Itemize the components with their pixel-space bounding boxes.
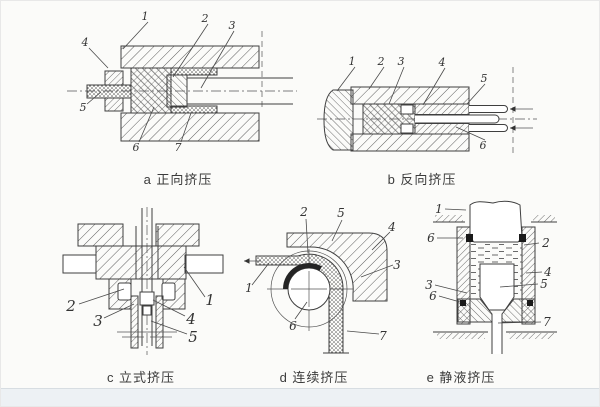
callout-5: 5 [481,72,488,85]
diagram-hydrostatic-extrusion: 1 6 2 4 5 3 6 7 [425,200,557,354]
callout-7: 7 [175,141,182,154]
callout-6: 6 [480,139,487,152]
callout-5: 5 [540,277,548,291]
callout-1: 1 [142,10,149,23]
ram-flange-bottom [104,97,124,112]
seal-top-left [466,234,473,242]
container-top [350,86,470,105]
diagram-continuous-extrusion: 2 5 4 3 1 6 7 [244,205,401,354]
die [166,74,188,108]
caption-forward-extrusion: a 正向挤压 [143,172,213,187]
die-plug [142,305,152,316]
seal-bottom-left [460,300,466,306]
ground-hatch-bottom-right [509,333,554,339]
callout-1: 1 [245,281,253,295]
callout-6: 6 [133,141,140,154]
callout-3: 3 [398,55,405,68]
product-rod-fill [492,314,502,354]
callout-5: 5 [80,101,87,114]
leader-lines [251,218,394,335]
caption-continuous-extrusion: d 连续挤压 [279,370,349,385]
footer-strip [1,388,599,406]
callout-4: 4 [81,36,89,49]
callout-3: 3 [93,312,103,330]
callout-4: 4 [438,56,446,69]
callout-7: 7 [543,315,551,329]
ground-hatch-top-right [533,215,555,222]
caption-hydrostatic-extrusion: e 静液挤压 [426,370,496,385]
ram-tube-bottom [469,124,508,132]
callout-2: 2 [377,55,385,68]
die-insert-bottom [400,123,414,134]
leader-lines [86,21,235,143]
diagram-vertical-extrusion: 2 3 1 4 5 [62,207,224,355]
callout-2: 2 [541,236,550,250]
product-rod [187,77,293,105]
container-top [120,45,260,69]
callout-6b: 6 [429,289,437,303]
ram-stem [86,84,132,99]
spool-left [117,282,132,301]
container-bottom [120,112,260,142]
press-body [95,245,187,280]
callout-2: 2 [201,12,209,25]
leader-lines [336,66,486,141]
seal-top-right [519,234,526,242]
billet [130,67,172,114]
shoe [286,232,388,302]
caption-vertical-extrusion: c 立式挤压 [106,370,176,385]
billet [479,263,515,311]
callout-6a: 6 [427,231,435,245]
seal-bottom-right [527,300,533,306]
container-bottom [350,133,470,152]
top-cap-left [77,223,124,247]
extruded-rod [415,114,500,124]
ram-flange-top [104,70,124,86]
callout-1: 1 [349,55,356,68]
top-cap-right [155,223,200,247]
callout-4: 4 [387,220,396,234]
callout-2: 2 [65,297,76,315]
leader-lines [78,266,206,335]
clamp-lines [117,331,177,338]
callout-3: 3 [229,19,236,32]
die-insert-top [400,104,414,115]
callout-5: 5 [188,328,198,346]
spool-right [161,282,176,301]
tube-wall-left [130,295,139,349]
closure-block [323,89,354,151]
flange-arm-right [184,254,224,274]
leader-lines [434,208,543,324]
ground-hatch-bottom-left [437,333,485,339]
ram-tube-top [469,105,508,113]
die-backer-bottom [170,105,218,114]
ram [469,200,523,243]
diagram-forward-extrusion: 1 2 3 4 5 6 7 [67,10,297,154]
die-insert [139,291,155,306]
callout-1: 1 [205,291,215,309]
ground-hatch-top-left [435,215,463,222]
hub-crosshair [291,271,327,307]
ram-tube [135,208,159,346]
callout-2: 2 [299,205,308,219]
callout-1: 1 [435,202,443,216]
diagram-backward-extrusion: 1 2 3 4 5 6 [317,55,537,157]
hollow-ram-top [414,103,470,115]
tube-wall-right [155,295,164,349]
callout-4: 4 [543,265,552,279]
callout-4: 4 [185,310,196,328]
caption-backward-extrusion: b 反向挤压 [387,172,457,187]
flange-arm-left [62,254,97,274]
callout-3: 3 [425,278,433,292]
die-backer-top [170,67,218,76]
callout-5: 5 [337,206,345,220]
product-rod [491,314,503,354]
groove-crescent [282,262,322,290]
callout-7: 7 [379,329,387,343]
callout-6: 6 [289,319,297,333]
hollow-ram-bottom [414,123,470,135]
callout-3: 3 [393,258,401,272]
